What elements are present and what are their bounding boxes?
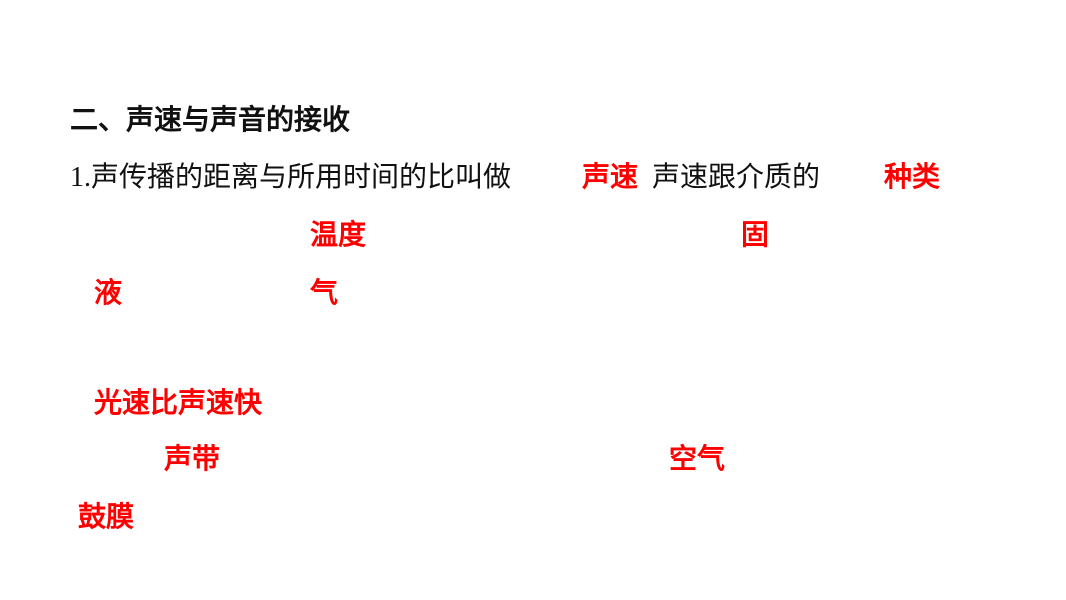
- question-1-part-a: 声传播的距离与所用时间的比叫做: [91, 160, 512, 193]
- answer-light-faster: 光速比声速快: [94, 386, 263, 419]
- question-1-part-b: 声速跟介质的: [652, 160, 821, 193]
- answer-sound-speed: 声速: [582, 160, 639, 193]
- answer-vocal-cords: 声带: [164, 442, 221, 475]
- answer-liquid: 液: [94, 276, 123, 309]
- section-heading: 二、声速与声音的接收: [70, 103, 351, 136]
- answer-eardrum: 鼓膜: [78, 500, 135, 533]
- answer-air: 空气: [669, 442, 726, 475]
- answer-solid: 固: [741, 218, 770, 251]
- answer-gas: 气: [310, 276, 339, 309]
- answer-kind: 种类: [884, 160, 941, 193]
- question-number: 1.: [70, 162, 91, 193]
- answer-temperature: 温度: [310, 218, 367, 251]
- question-1-text: 1.声传播的距离与所用时间的比叫做: [70, 160, 511, 195]
